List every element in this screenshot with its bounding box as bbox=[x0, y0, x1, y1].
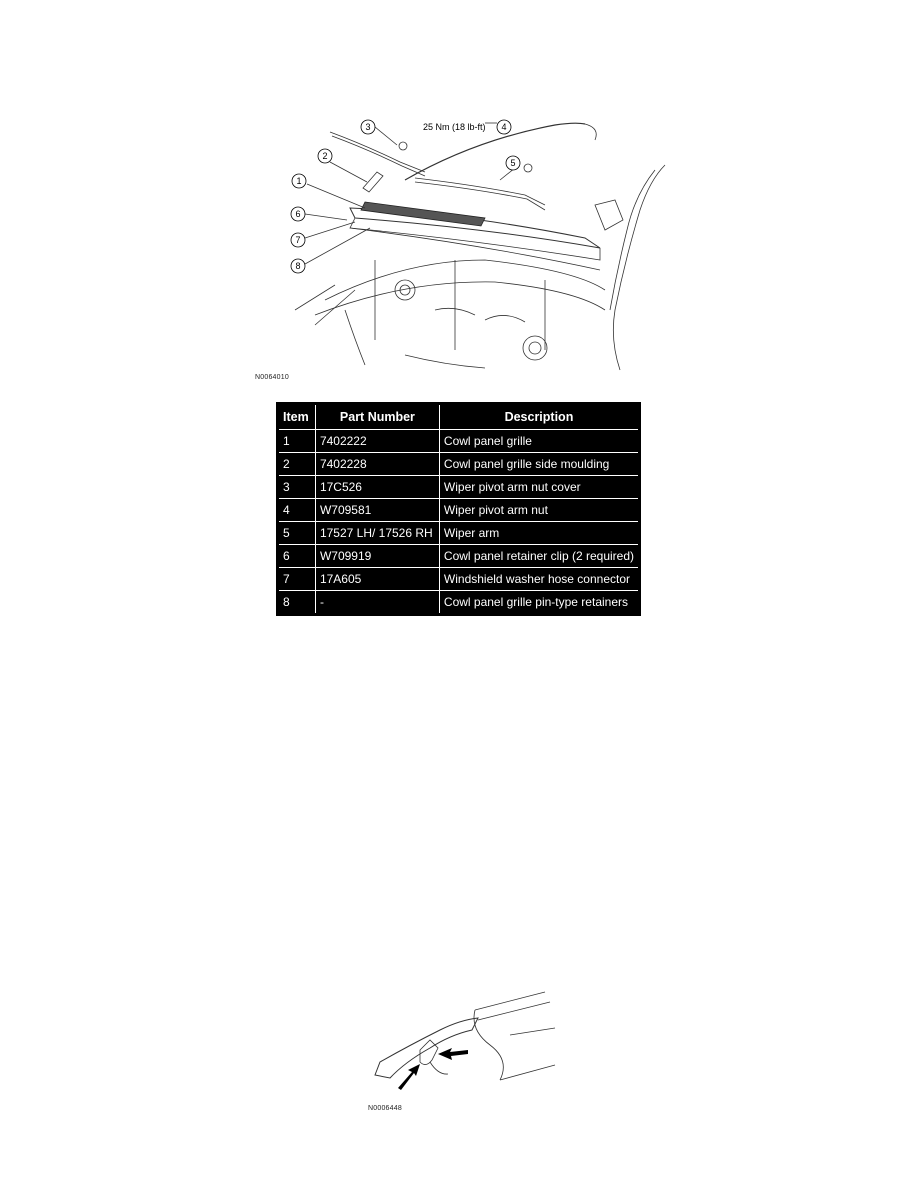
cell-description: Cowl panel grille bbox=[438, 429, 641, 453]
parts-table: Item Part Number Description 1 7402222 C… bbox=[276, 402, 641, 616]
cell-description: Windshield washer hose connector bbox=[438, 567, 641, 591]
cell-item: 5 bbox=[277, 521, 316, 545]
table-row: 6 W709919 Cowl panel retainer clip (2 re… bbox=[277, 544, 641, 568]
cell-part-number: - bbox=[314, 590, 440, 615]
cell-item: 6 bbox=[277, 544, 316, 568]
cell-part-number: W709919 bbox=[314, 544, 440, 568]
cell-part-number: 17527 LH/ 17526 RH bbox=[314, 521, 440, 545]
cell-item: 1 bbox=[277, 429, 316, 453]
callout-5: 5 bbox=[510, 158, 515, 168]
callout-6: 6 bbox=[295, 209, 300, 219]
table-header-row: Item Part Number Description bbox=[277, 403, 641, 430]
header-description: Description bbox=[438, 403, 641, 430]
cell-item: 3 bbox=[277, 475, 316, 499]
callout-2: 2 bbox=[322, 151, 327, 161]
table-row: 7 17A605 Windshield washer hose connecto… bbox=[277, 567, 641, 591]
table-row: 8 - Cowl panel grille pin-type retainers bbox=[277, 590, 641, 615]
cell-description: Cowl panel retainer clip (2 required) bbox=[438, 544, 641, 568]
cell-description: Wiper pivot arm nut bbox=[438, 498, 641, 522]
top-figure-code: N0064010 bbox=[255, 374, 289, 381]
callout-8: 8 bbox=[295, 261, 300, 271]
cell-description: Wiper pivot arm nut cover bbox=[438, 475, 641, 499]
table-row: 4 W709581 Wiper pivot arm nut bbox=[277, 498, 641, 522]
cell-part-number: 7402228 bbox=[314, 452, 440, 476]
bottom-figure-code: N0006448 bbox=[368, 1105, 402, 1112]
callout-1: 1 bbox=[296, 176, 301, 186]
cell-item: 4 bbox=[277, 498, 316, 522]
cell-item: 2 bbox=[277, 452, 316, 476]
table-row: 1 7402222 Cowl panel grille bbox=[277, 429, 641, 453]
cell-description: Cowl panel grille pin-type retainers bbox=[438, 590, 641, 615]
cell-part-number: 7402222 bbox=[314, 429, 440, 453]
table-row: 3 17C526 Wiper pivot arm nut cover bbox=[277, 475, 641, 499]
header-item: Item bbox=[277, 403, 316, 430]
retainer-clip-detail-illustration bbox=[374, 991, 556, 1090]
callout-4: 4 bbox=[501, 122, 506, 132]
table-row: 5 17527 LH/ 17526 RH Wiper arm bbox=[277, 521, 641, 545]
cell-part-number: 17C526 bbox=[314, 475, 440, 499]
cell-item: 8 bbox=[277, 590, 316, 615]
cowl-panel-exploded-illustration: 1 2 3 4 5 6 7 8 25 Nm (18 lb-ft) bbox=[290, 119, 666, 371]
cell-description: Cowl panel grille side moulding bbox=[438, 452, 641, 476]
cell-part-number: W709581 bbox=[314, 498, 440, 522]
callout-3: 3 bbox=[365, 122, 370, 132]
callout-7: 7 bbox=[295, 235, 300, 245]
torque-spec-label: 25 Nm (18 lb-ft) bbox=[423, 122, 486, 132]
cell-part-number: 17A605 bbox=[314, 567, 440, 591]
header-part-number: Part Number bbox=[314, 403, 440, 430]
table-row: 2 7402228 Cowl panel grille side mouldin… bbox=[277, 452, 641, 476]
cell-description: Wiper arm bbox=[438, 521, 641, 545]
cell-item: 7 bbox=[277, 567, 316, 591]
